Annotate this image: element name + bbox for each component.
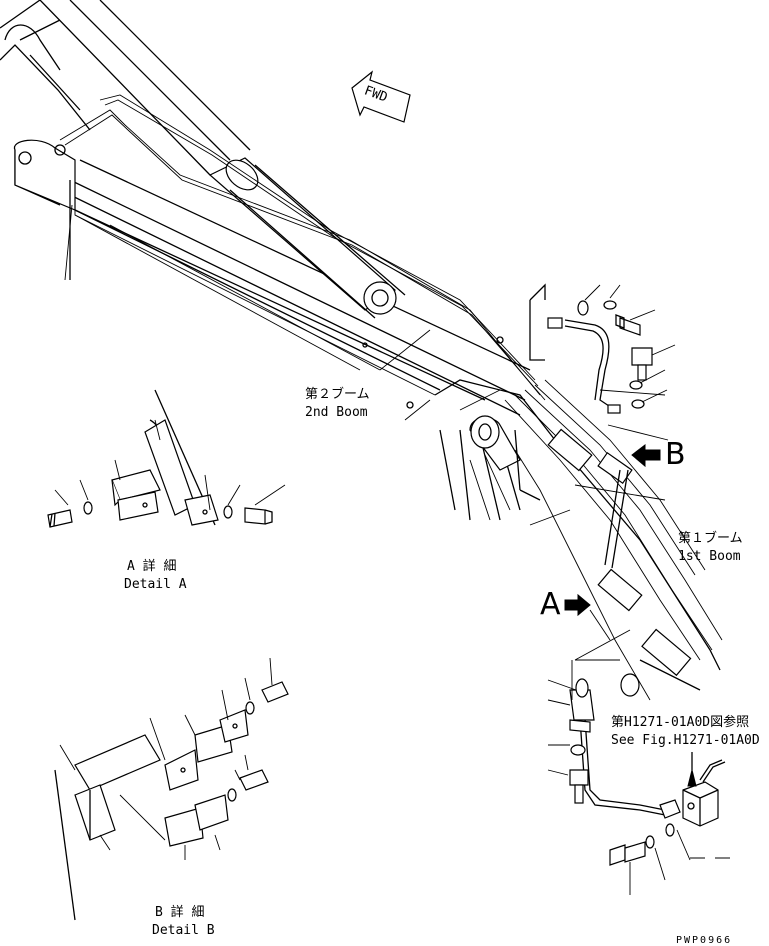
leader-lines [64, 204, 669, 661]
reference-label-en: See Fig.H1271-01A0D [611, 733, 760, 748]
arrow-b-icon [631, 443, 661, 468]
detail-b-title-en: Detail B [152, 923, 215, 938]
arrow-a-icon [564, 593, 591, 617]
second-boom [14, 94, 546, 416]
bolt-set-lower-right [609, 823, 730, 895]
arrow-a-label: A [540, 587, 561, 622]
arm-structure [0, 0, 251, 176]
hose-loop [529, 283, 621, 414]
first-boom-label-en: 1st Boom [678, 549, 741, 564]
first-boom [434, 379, 723, 701]
second-boom-label-jp: 第２ブーム [305, 387, 370, 402]
valve-block [682, 752, 726, 827]
bolt-set-upper-right [577, 284, 676, 409]
fwd-arrow-icon [351, 70, 411, 123]
lower-hose [569, 659, 681, 819]
detail-a-drawing [47, 389, 286, 528]
reference-label-jp: 第H1271-01A0D図参照 [611, 715, 750, 730]
bolt-column [547, 678, 591, 804]
drawing-code: PWP0966 [676, 935, 733, 946]
detail-b-drawing [54, 657, 289, 921]
first-boom-label-jp: 第１ブーム [678, 531, 743, 546]
arrow-b-label: B [665, 437, 686, 472]
detail-b-title-jp: B 詳 細 [155, 905, 205, 920]
second-boom-label-en: 2nd Boom [305, 405, 368, 420]
detail-a-title-jp: A 詳 細 [127, 559, 177, 574]
detail-a-title-en: Detail A [124, 577, 187, 592]
